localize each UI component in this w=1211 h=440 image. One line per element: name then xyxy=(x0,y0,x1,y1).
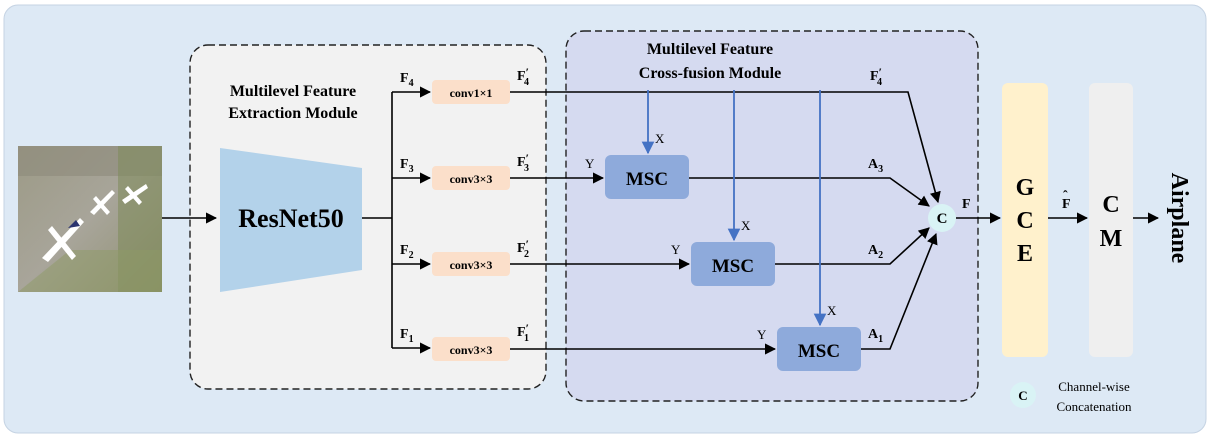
concat-node xyxy=(928,204,956,232)
gce-output-hat: ˆ xyxy=(1063,189,1068,204)
arrows xyxy=(162,86,1160,355)
legend-text-line1: Channel-wise xyxy=(1058,379,1130,394)
input-aerial-image xyxy=(18,146,162,292)
msc1-x-label: X xyxy=(827,303,837,318)
attention-label-a1: A1 xyxy=(868,327,883,345)
extraction-title-line2: Extraction Module xyxy=(228,105,357,122)
cm-block xyxy=(1089,83,1133,357)
attention-label-a2: A2 xyxy=(868,243,883,261)
extraction-title-line1: Multilevel Feature xyxy=(230,83,356,100)
conv-label-3: conv3×3 xyxy=(450,172,493,186)
gce-letter-g: G xyxy=(1016,175,1035,201)
feature-label-f1: F1 xyxy=(400,327,414,345)
cm-letter-c: C xyxy=(1102,192,1119,218)
legend-concat-symbol: C xyxy=(1018,388,1027,403)
projected-label-f1: F′1 xyxy=(517,321,529,344)
conv-box-2 xyxy=(432,252,510,276)
conv-label-1: conv3×3 xyxy=(450,343,493,357)
gce-block xyxy=(1002,83,1048,357)
legend-concat-node xyxy=(1010,382,1036,408)
conv-box-3 xyxy=(432,166,510,190)
gce-letter-e: E xyxy=(1017,241,1033,267)
projected-label-f4: F′4 xyxy=(517,65,529,88)
projected-label-f4-top: F′4 xyxy=(870,65,882,88)
concat-symbol: C xyxy=(937,211,948,227)
x-input-arrows xyxy=(641,90,827,327)
fusion-title-line1: Multilevel Feature xyxy=(647,41,773,58)
feature-label-f3: F3 xyxy=(400,157,414,175)
conv-box-1 xyxy=(432,337,510,361)
msc3-y-label: Y xyxy=(585,156,595,171)
gce-letter-c: C xyxy=(1016,208,1033,234)
output-label: Airplane xyxy=(1166,173,1192,264)
fusion-module-panel xyxy=(565,30,979,402)
msc-label-3: MSC xyxy=(626,169,668,190)
msc-block-3 xyxy=(605,155,689,199)
attention-label-a3: A3 xyxy=(868,157,883,175)
msc2-y-label: Y xyxy=(671,242,681,257)
msc1-y-label: Y xyxy=(757,327,767,342)
projected-label-f2: F′2 xyxy=(517,237,529,260)
msc-label-2: MSC xyxy=(712,256,754,277)
concat-output-label: F xyxy=(962,197,971,212)
fusion-title-line2: Cross-fusion Module xyxy=(639,65,781,82)
legend-text-line2: Concatenation xyxy=(1056,399,1132,414)
conv-box-4 xyxy=(432,80,510,104)
msc-label-1: MSC xyxy=(798,341,840,362)
gce-output-label: F xyxy=(1062,197,1071,212)
conv-label-4: conv1×1 xyxy=(450,86,493,100)
projected-label-f3: F′3 xyxy=(517,151,529,174)
msc2-x-label: X xyxy=(741,218,751,233)
resnet-backbone xyxy=(220,148,362,292)
resnet-label: ResNet50 xyxy=(238,204,343,233)
msc3-x-label: X xyxy=(655,131,665,146)
conv-label-2: conv3×3 xyxy=(450,258,493,272)
cm-letter-m: M xyxy=(1100,226,1123,252)
feature-label-f4: F4 xyxy=(400,71,414,89)
msc-block-1 xyxy=(777,327,861,371)
feature-label-f2: F2 xyxy=(400,243,414,261)
airplane-icon xyxy=(42,184,148,262)
extraction-module-panel xyxy=(189,44,547,390)
msc-block-2 xyxy=(691,242,775,286)
